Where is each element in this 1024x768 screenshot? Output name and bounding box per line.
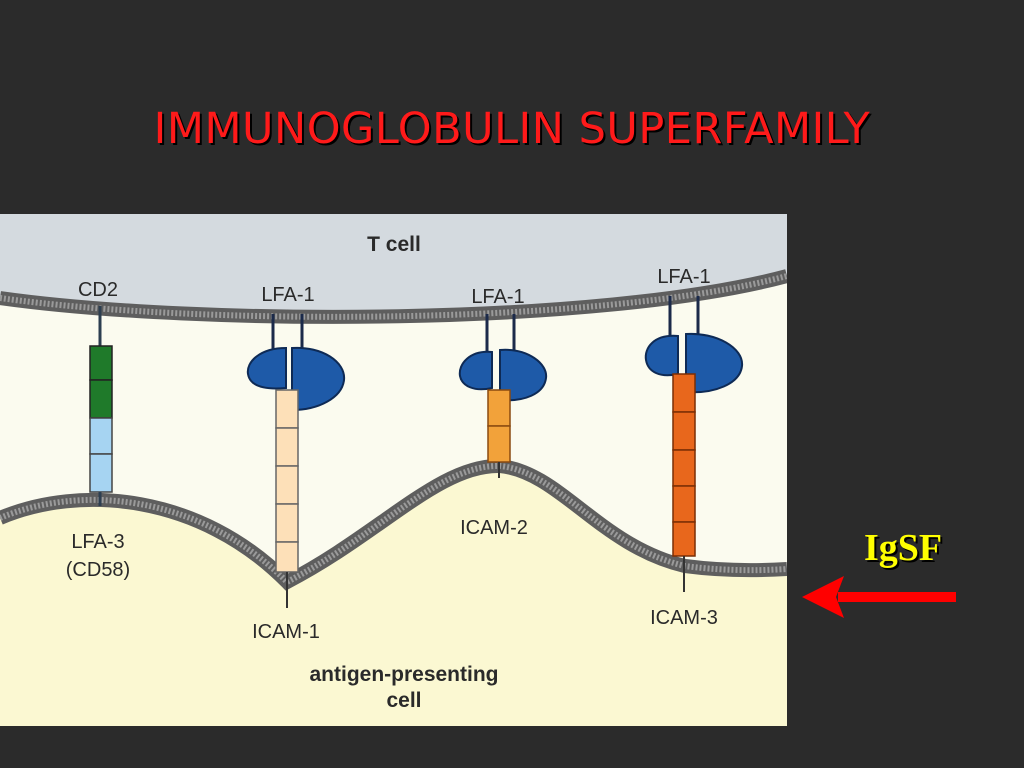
lfa3-domain-1 <box>89 417 113 455</box>
arrow-head <box>802 576 844 618</box>
icam1-domain-5 <box>275 541 299 573</box>
t-cell-label: T cell <box>367 233 421 256</box>
icam3-domain-1 <box>672 373 696 413</box>
apc-region <box>0 465 787 726</box>
cd2-lfa3-pair <box>89 306 113 506</box>
lfa1-icam1-pair <box>246 314 346 608</box>
icam1-domain-1 <box>275 389 299 429</box>
icam3-domain-5 <box>672 521 696 557</box>
lfa1-label-a: LFA-1 <box>261 284 314 306</box>
icam3-domain-2 <box>672 411 696 451</box>
lfa1-icam2-pair <box>458 314 548 478</box>
icam2-label: ICAM-2 <box>460 517 528 539</box>
lfa1-c-alpha-head <box>644 334 679 377</box>
left-arrow-icon <box>802 576 956 618</box>
lfa1-b-beta-head <box>499 348 548 402</box>
lfa1-beta-head <box>291 346 346 412</box>
apc-label-line2: cell <box>386 689 421 712</box>
icam2-domain-1 <box>487 389 511 427</box>
lfa1-c-beta-head <box>685 332 744 394</box>
lfa1-label-c: LFA-1 <box>657 266 710 288</box>
icam1-domain-3 <box>275 465 299 505</box>
lfa1-icam3-pair <box>644 296 744 592</box>
icam3-domain-3 <box>672 449 696 487</box>
apc-membrane-texture <box>0 462 787 586</box>
cd58-label: (CD58) <box>66 559 130 581</box>
cd2-domain-1 <box>89 345 113 381</box>
arrow-shaft <box>838 592 956 602</box>
lfa1-b-alpha-head <box>458 350 493 391</box>
icam1-domain-4 <box>275 503 299 543</box>
diagram-svg: T cell <box>0 214 787 726</box>
icam3-label: ICAM-3 <box>650 607 718 629</box>
cd2-domain-2 <box>89 379 113 419</box>
lfa1-alpha-head <box>246 346 287 390</box>
lfa3-domain-2 <box>89 453 113 493</box>
icam1-domain-2 <box>275 427 299 467</box>
igsf-label: IgSF <box>864 527 943 569</box>
icam3-domain-4 <box>672 485 696 523</box>
t-cell-region <box>0 214 787 317</box>
lfa3-label: LFA-3 <box>71 531 124 553</box>
icam1-label: ICAM-1 <box>252 621 320 643</box>
slide-title: IMMUNOGLOBULIN SUPERFAMILY <box>153 104 871 154</box>
cd2-label: CD2 <box>78 279 118 301</box>
t-cell-membrane-texture <box>0 273 787 320</box>
lfa1-label-b: LFA-1 <box>471 286 524 308</box>
adhesion-diagram: T cell <box>0 214 787 726</box>
apc-label-line1: antigen-presenting <box>309 663 498 686</box>
icam2-domain-2 <box>487 425 511 463</box>
